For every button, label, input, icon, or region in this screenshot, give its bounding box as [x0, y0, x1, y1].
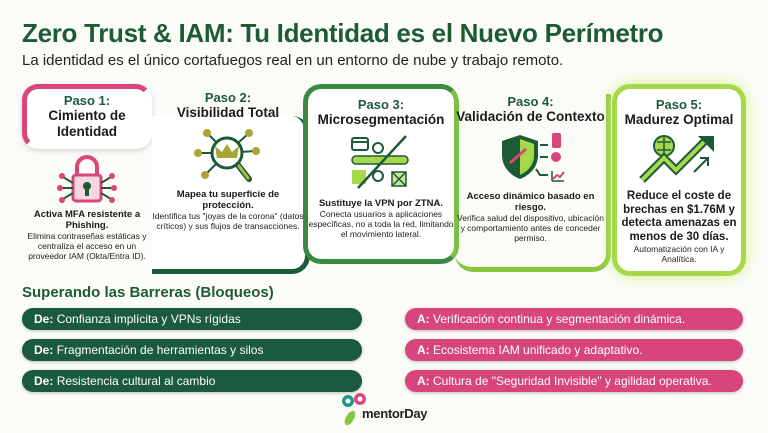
step-name: Cimiento de Identidad	[48, 108, 126, 139]
crown-magnifier-icon	[194, 129, 260, 182]
from-text: Resistencia cultural al cambio	[56, 374, 216, 388]
step-lead: Mapea tu superficie de protección.	[176, 189, 280, 211]
logo-icon	[342, 393, 366, 426]
step-desc: Verifica salud del dispositivo, ubicació…	[457, 213, 604, 243]
from-label: De:	[34, 312, 54, 326]
step-lead: Reduce el coste de brechas en $1.76M y d…	[621, 190, 737, 243]
shield-context-icon	[501, 133, 565, 182]
lock-network-icon	[57, 155, 117, 203]
step-card-5: Paso 5: Madurez Optimal Reduce el coste …	[612, 84, 746, 276]
from-text: Fragmentación de herramientas y silos	[56, 343, 264, 357]
step-card-1: Paso 1: Cimiento de Identidad Activa MFA…	[22, 84, 152, 264]
step-number: Paso 1:	[63, 93, 111, 108]
barrier-to-1: A: Verificación continua y segmentación …	[405, 308, 743, 330]
to-text: Cultura de "Seguridad Invisible" y agili…	[433, 374, 712, 388]
segmentation-icon	[351, 135, 409, 189]
step-lead: Sustituye la VPN por ZTNA.	[318, 198, 444, 209]
step-name: Validación de Contexto	[456, 109, 605, 124]
barrier-from-2: De: Fragmentación de herramientas y silo…	[22, 339, 362, 361]
step-name: Microsegmentación	[317, 112, 445, 127]
step-desc: Conecta usuarios a aplicaciones específi…	[308, 209, 454, 239]
mentorday-logo: mentorDay	[340, 392, 430, 428]
page-subtitle: La identidad es el único cortafuegos rea…	[22, 52, 564, 69]
to-text: Ecosistema IAM unificado y adaptativo.	[433, 343, 643, 357]
step-desc: Elimina contraseñas estáticas y centrali…	[27, 231, 147, 261]
barriers-title: Superando las Barreras (Bloqueos)	[22, 284, 274, 301]
barrier-to-2: A: Ecosistema IAM unificado y adaptativo…	[405, 339, 743, 361]
step-name: Visibilidad Total	[176, 105, 280, 120]
to-label: A:	[417, 343, 430, 357]
step-number: Paso 2:	[204, 90, 252, 105]
from-text: Confianza implícita y VPNs rígidas	[56, 312, 241, 326]
step-number: Paso 4:	[507, 94, 554, 109]
brain-growth-icon	[639, 135, 714, 183]
to-label: A:	[417, 312, 430, 326]
from-label: De:	[34, 343, 54, 357]
barrier-from-1: De: Confianza implícita y VPNs rígidas	[22, 308, 362, 330]
step-card-4: Paso 4: Validación de Contexto Acceso di…	[455, 94, 611, 272]
step-card-2: Paso 2: Visibilidad Total Mapea tu super…	[150, 90, 306, 231]
step-desc: Automatización con IA y Analítica.	[633, 244, 725, 264]
barrier-from-3: De: Resistencia cultural al cambio	[22, 370, 362, 392]
step-number: Paso 5:	[655, 97, 703, 112]
step-number: Paso 3:	[357, 97, 405, 112]
page-title: Zero Trust & IAM: Tu Identidad es el Nue…	[22, 18, 664, 48]
step-card-3: Paso 3: Microsegmentación Sustituye la V…	[303, 84, 459, 264]
step-name: Madurez Optimal	[624, 112, 734, 127]
step-lead: Acceso dinámico basado en riesgo.	[466, 191, 595, 213]
step-desc: Identifica tus "joyas de la corona" (dat…	[152, 211, 304, 231]
to-label: A:	[417, 374, 430, 388]
to-text: Verificación continua y segmentación din…	[433, 312, 686, 326]
from-label: De:	[34, 374, 54, 388]
logo-text: mentorDay	[362, 406, 428, 421]
barrier-to-3: A: Cultura de "Seguridad Invisible" y ag…	[405, 370, 743, 392]
step-lead: Activa MFA resistente a Phishing.	[33, 209, 141, 231]
